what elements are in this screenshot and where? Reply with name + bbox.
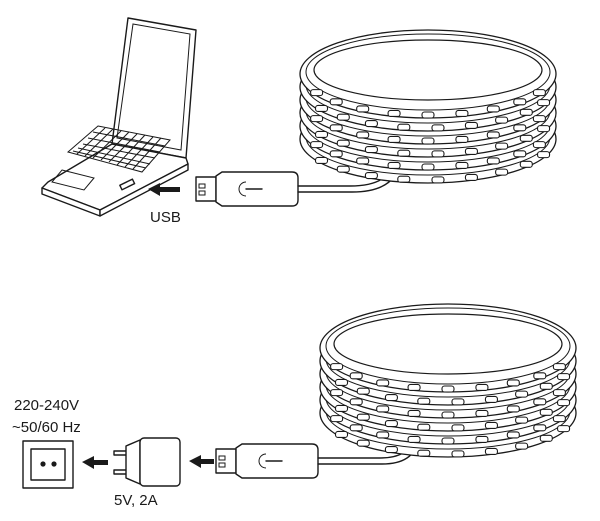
led-strip-coil-icon bbox=[319, 303, 577, 458]
frequency-label: ~50/60 Hz bbox=[12, 419, 81, 436]
arrow-left-icon bbox=[148, 183, 180, 196]
power-adapter-icon bbox=[113, 437, 181, 487]
led-strip-coil-icon bbox=[299, 29, 557, 184]
voltage-label: 220-240V bbox=[14, 397, 79, 414]
keyboard bbox=[66, 125, 171, 173]
arrow-left-icon bbox=[82, 456, 108, 469]
laptop-icon bbox=[41, 17, 197, 217]
wall-socket-icon bbox=[22, 440, 74, 489]
adapter-label: 5V, 2A bbox=[114, 492, 158, 509]
arrow-left-icon bbox=[189, 455, 214, 468]
usb-label: USB bbox=[150, 209, 181, 226]
usb-plug-icon bbox=[215, 443, 319, 479]
usb-plug-icon bbox=[195, 171, 299, 207]
